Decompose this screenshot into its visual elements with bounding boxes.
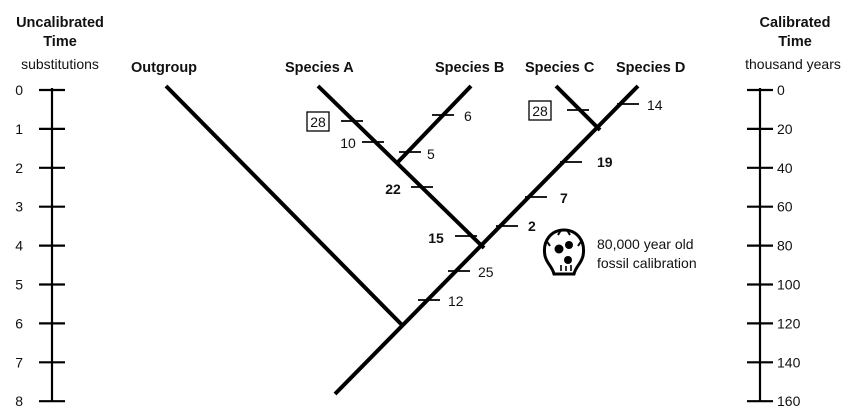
boxed-label-frame-a [306, 111, 330, 132]
left-axis-tick-label: 4 [15, 238, 23, 254]
right-axis-tick-label: 120 [777, 315, 801, 331]
left-axis-tick-label: 0 [15, 82, 23, 98]
label-b-5: 5 [427, 146, 435, 162]
label-a-28: 28 [310, 114, 326, 130]
label-c-28: 28 [532, 103, 548, 119]
taxon-species-a: Species A [285, 60, 354, 76]
branch-species-c [554, 84, 602, 132]
left-axis-ticks: 0 1 2 3 4 5 6 7 8 [15, 82, 65, 406]
right-axis-tick-label: 140 [777, 354, 801, 370]
left-axis-tick-label: 6 [15, 315, 23, 331]
label-ab-15: 15 [428, 230, 444, 246]
right-axis-tick-label: 0 [777, 82, 785, 98]
branch-species-b [395, 84, 473, 165]
label-b-6: 6 [464, 108, 472, 124]
left-axis-tick-label: 1 [15, 121, 23, 137]
skull-icon [542, 228, 586, 276]
fossil-label-line1: 80,000 year old [597, 236, 694, 252]
right-axis: Calibrated Time thousand years 0 20 40 60 80… [745, 15, 841, 406]
right-axis-unit: thousand years [745, 56, 841, 72]
branch-trunk-to-species-d [333, 84, 640, 396]
left-axis-tick-label: 7 [15, 354, 23, 370]
taxon-species-b: Species B [435, 60, 504, 76]
taxon-species-d: Species D [616, 60, 685, 76]
taxon-species-c: Species C [525, 60, 595, 76]
taxon-outgroup: Outgroup [131, 60, 197, 76]
left-axis-tick-label: 5 [15, 277, 23, 293]
left-axis-tick-label: 2 [15, 160, 23, 176]
label-d-14: 14 [647, 97, 663, 113]
branch-labels: 28 10 6 5 22 15 28 14 19 7 2 25 12 [306, 97, 663, 309]
branch-species-a [316, 84, 486, 250]
right-axis-tick-label: 60 [777, 199, 793, 215]
label-cd-7: 7 [560, 190, 568, 206]
branch-marks [341, 103, 639, 301]
fossil-label-line2: fossil calibration [597, 255, 697, 271]
branch-outgroup [164, 84, 405, 328]
right-axis-tick-label: 20 [777, 121, 793, 137]
right-axis-title-line2: Time [778, 34, 812, 50]
left-axis-unit: substitutions [21, 56, 99, 72]
right-axis-tick-label: 160 [777, 393, 801, 406]
left-axis-title-line1: Uncalibrated [16, 15, 104, 31]
tree-branches [164, 84, 640, 396]
right-axis-ticks: 0 20 40 60 80 100 120 140 160 [747, 82, 801, 406]
left-axis-tick-label: 8 [15, 393, 23, 406]
label-ab-22: 22 [385, 181, 401, 197]
left-axis-title-line2: Time [43, 34, 77, 50]
right-axis-tick-label: 80 [777, 238, 793, 254]
label-cd-19: 19 [597, 154, 613, 170]
boxed-label-frame-c [528, 100, 552, 121]
right-axis-tick-label: 100 [777, 277, 801, 293]
label-a-10: 10 [340, 135, 356, 151]
label-trunk-25: 25 [478, 264, 494, 280]
left-axis: Uncalibrated Time substitutions 0 1 2 3 4 5 6 7… [15, 15, 104, 406]
right-axis-tick-label: 40 [777, 160, 793, 176]
label-trunk-12: 12 [448, 293, 464, 309]
label-cd-3: 2 [528, 218, 536, 234]
left-axis-tick-label: 3 [15, 199, 23, 215]
right-axis-title-line1: Calibrated [760, 15, 831, 31]
